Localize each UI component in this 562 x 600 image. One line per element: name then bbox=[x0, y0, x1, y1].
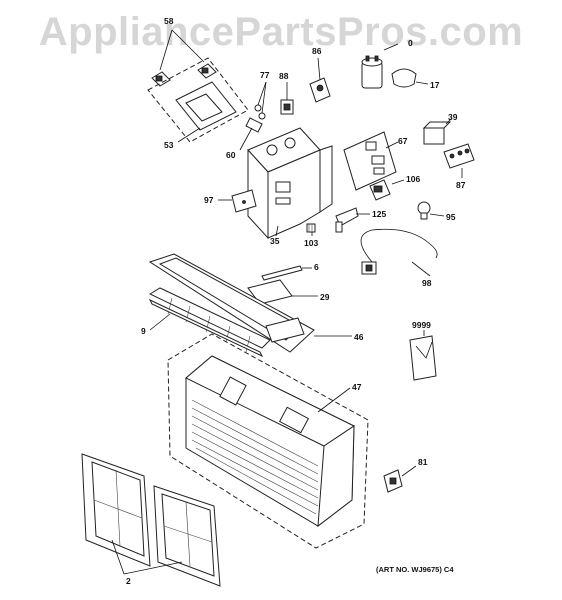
part-9999-manual[interactable] bbox=[409, 330, 437, 381]
callout-86: 86 bbox=[312, 46, 322, 56]
part-77-screws[interactable] bbox=[254, 81, 267, 120]
callout-87: 87 bbox=[456, 180, 466, 190]
part-98-power-cord[interactable] bbox=[360, 228, 438, 277]
callout-88: 88 bbox=[279, 71, 289, 81]
part-67-electronic-board[interactable] bbox=[343, 131, 399, 191]
part-87-terminal-block[interactable] bbox=[443, 143, 475, 178]
part-39-relay[interactable] bbox=[422, 117, 453, 145]
part-86-thermostat[interactable] bbox=[309, 57, 331, 103]
callout-labels: 58 86 0 77 88 17 53 60 39 67 87 106 97 1… bbox=[126, 16, 466, 586]
callout-47: 47 bbox=[352, 382, 362, 392]
part-106-rectifier[interactable] bbox=[369, 179, 405, 201]
part-60-bracket[interactable] bbox=[239, 117, 263, 151]
callout-97: 97 bbox=[204, 195, 214, 205]
callout-6: 6 bbox=[314, 262, 319, 272]
callout-0: 0 bbox=[408, 38, 413, 48]
part-capacitor[interactable] bbox=[361, 43, 399, 89]
part-95-knob[interactable] bbox=[417, 201, 445, 220]
cabinet-grille bbox=[191, 399, 319, 515]
part-9-louver-door[interactable] bbox=[148, 287, 271, 358]
callout-35: 35 bbox=[270, 236, 280, 246]
part-53-control-board[interactable] bbox=[147, 57, 249, 143]
callout-125: 125 bbox=[372, 209, 386, 219]
callout-17: 17 bbox=[430, 80, 440, 90]
callout-58: 58 bbox=[164, 16, 174, 26]
callout-39: 39 bbox=[448, 112, 458, 122]
part-46-front-frame[interactable] bbox=[148, 253, 352, 353]
part-58-knobs[interactable] bbox=[151, 29, 217, 87]
part-2-filters[interactable] bbox=[81, 453, 221, 587]
part-17-strap[interactable] bbox=[391, 68, 429, 88]
part-35-control-box[interactable] bbox=[247, 127, 333, 240]
callout-46: 46 bbox=[354, 332, 364, 342]
part-47-cabinet-front[interactable] bbox=[167, 333, 369, 549]
watermark: AppliancePartsPros.com bbox=[38, 10, 524, 54]
callout-2: 2 bbox=[126, 576, 131, 586]
part-81-clip[interactable] bbox=[383, 465, 417, 493]
callout-67: 67 bbox=[398, 136, 408, 146]
callout-9: 9 bbox=[141, 326, 146, 336]
callout-53: 53 bbox=[164, 140, 174, 150]
callout-103: 103 bbox=[304, 238, 318, 248]
callout-106: 106 bbox=[406, 174, 420, 184]
callout-95: 95 bbox=[446, 212, 456, 222]
callout-60: 60 bbox=[226, 150, 236, 160]
part-97-cover-plate[interactable] bbox=[218, 189, 257, 213]
callout-77: 77 bbox=[260, 70, 270, 80]
callout-9999: 9999 bbox=[412, 320, 431, 330]
part-125-sensor[interactable] bbox=[335, 207, 370, 233]
part-88-switch[interactable] bbox=[280, 82, 294, 115]
art-number: (ART NO. WJ9675) C4 bbox=[376, 565, 454, 574]
part-6-filter-bar[interactable] bbox=[261, 265, 312, 281]
callout-81: 81 bbox=[418, 457, 428, 467]
callout-29: 29 bbox=[320, 292, 330, 302]
part-103-clip[interactable] bbox=[306, 223, 316, 236]
callout-98: 98 bbox=[422, 278, 432, 288]
